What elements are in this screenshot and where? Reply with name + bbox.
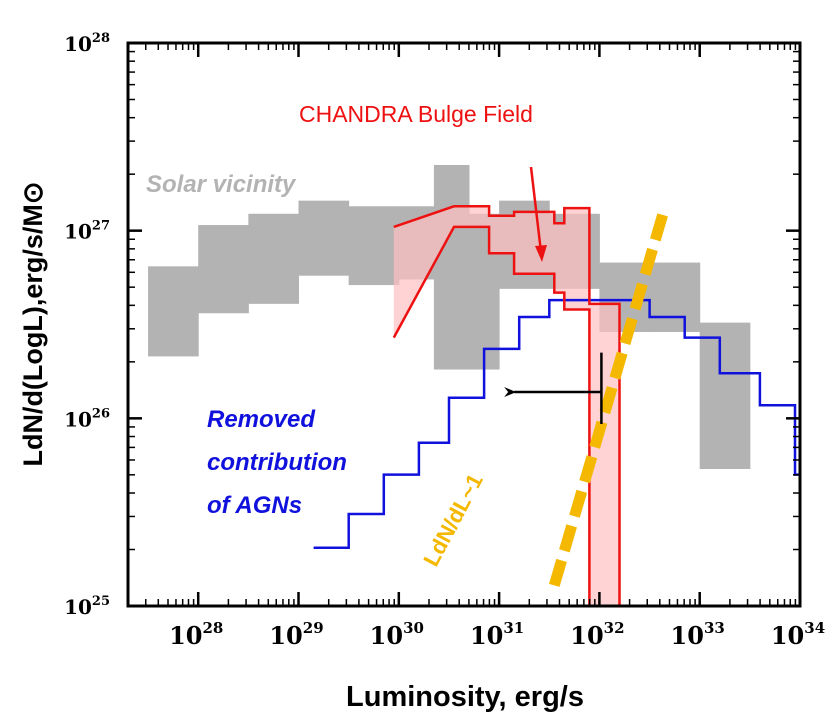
y-axis-title: LdN/d(LogL),erg/s/M⊙ <box>18 181 48 466</box>
y-tick-label: 1028 <box>64 31 110 56</box>
y-tick-label: 1026 <box>64 406 110 431</box>
agn-label-line-1: Removed <box>207 406 316 433</box>
agn-label-line-3: of AGNs <box>207 492 302 519</box>
x-tick-label: 1033 <box>671 619 725 650</box>
solar-vicinity-label: Solar vicinity <box>146 171 297 198</box>
chandra-bulge-lower-line <box>392 225 591 606</box>
solar-vicinity-bin <box>433 164 470 370</box>
solar-vicinity-bin <box>298 200 350 276</box>
solar-vicinity-bin <box>198 225 249 314</box>
solar-vicinity-bin <box>699 322 751 470</box>
chandra-bulge-fill <box>393 206 620 606</box>
x-axis-title: Luminosity, erg/s <box>346 681 584 713</box>
removed-agn-step-line <box>313 298 800 550</box>
slope-dashed-line <box>548 206 670 587</box>
chandra-label: CHANDRA Bulge Field <box>299 101 533 127</box>
plot-frame <box>126 41 802 608</box>
x-tick-label: 1029 <box>269 619 323 650</box>
solar-vicinity-bin <box>348 206 400 286</box>
x-tick-label: 1032 <box>570 619 624 650</box>
y-tick-labels: 1025 1026 1027 1028 <box>64 31 110 619</box>
y-tick-label: 1025 <box>64 594 110 619</box>
x-tick-label: 1030 <box>370 619 424 650</box>
agn-label-line-2: contribution <box>207 449 347 476</box>
y-tick-label: 1027 <box>64 219 110 244</box>
x-tick-labels: 1028 1029 1030 1031 1032 1033 1034 <box>169 619 825 650</box>
solar-vicinity-bin <box>649 262 701 333</box>
chandra-pointer-arrowhead <box>535 245 547 262</box>
x-tick-label: 1031 <box>470 619 524 650</box>
solar-vicinity-bin <box>248 213 300 304</box>
slope-label: LdN/dL~1 <box>418 470 487 571</box>
x-tick-label: 1028 <box>169 619 223 650</box>
chandra-pointer-arrow <box>529 166 543 253</box>
plot-area <box>148 164 800 606</box>
x-tick-label: 1034 <box>771 619 825 650</box>
chandra-bulge-upper-line <box>393 205 621 606</box>
solar-vicinity-bin <box>148 266 199 357</box>
